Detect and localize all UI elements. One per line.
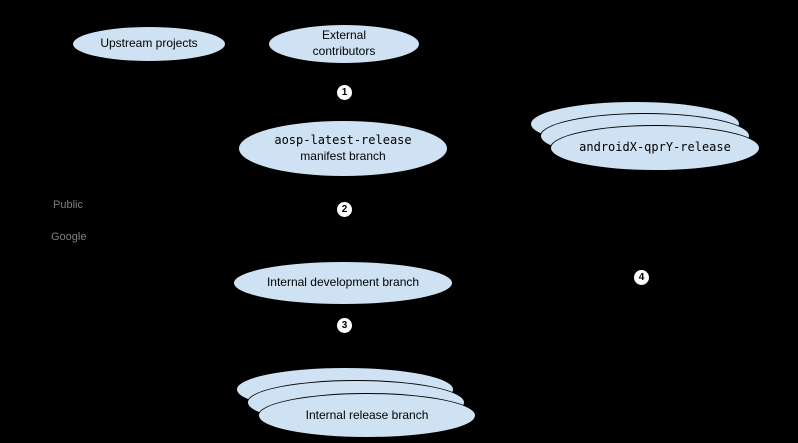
node-internal-development-branch: Internal development branch [233, 261, 453, 305]
node-internal-development-branch-label: Internal development branch [266, 275, 420, 290]
node-aosp-latest-release-manifest-branch: aosp-latest-release manifest branch [238, 120, 448, 177]
node-aosp-manifest-line2: manifest branch [300, 148, 386, 163]
node-upstream-projects: Upstream projects [72, 26, 226, 62]
node-external-contributors-line1: External [321, 28, 367, 43]
step-4-badge: 4 [634, 270, 649, 285]
step-2-number: 2 [341, 203, 348, 215]
section-label-public-text: Public [53, 199, 83, 211]
step-2-badge: 2 [337, 202, 352, 217]
node-external-contributors-line2: contributors [312, 44, 376, 58]
node-external-contributors: External contributors [268, 24, 420, 64]
step-1-badge: 1 [337, 85, 352, 100]
node-aosp-manifest-line1: aosp-latest-release [274, 132, 412, 147]
step-3-badge: 3 [337, 318, 352, 333]
section-label-public: Public [53, 199, 83, 211]
node-androidx-qpr-release: androidX-qprY-release [550, 125, 760, 171]
node-internal-release-branch-label: Internal release branch [305, 407, 429, 422]
section-label-google-text: Google [51, 231, 87, 243]
section-label-google: Google [51, 231, 86, 243]
node-upstream-projects-label: Upstream projects [100, 36, 198, 51]
step-4-number: 4 [638, 271, 645, 283]
node-androidx-qpr-release-label: androidX-qprY-release [579, 140, 731, 155]
step-1-number: 1 [341, 86, 348, 98]
step-3-number: 3 [341, 319, 348, 331]
node-internal-release-branch: Internal release branch [258, 393, 476, 438]
